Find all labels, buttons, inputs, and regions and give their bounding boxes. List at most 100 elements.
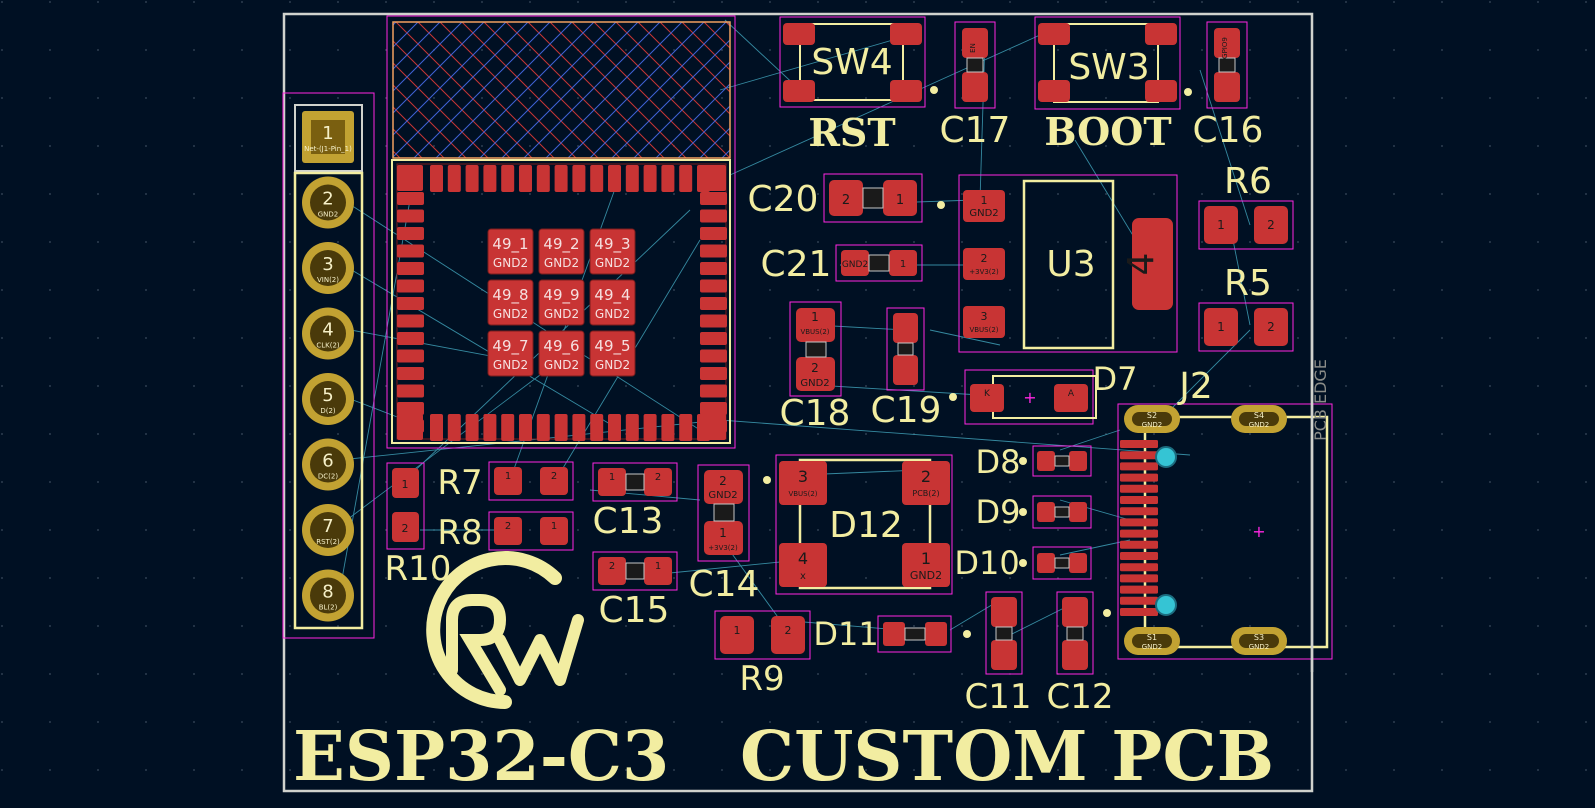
module-pad: [661, 165, 675, 192]
module-pad: [483, 414, 497, 441]
module-pad: [679, 414, 693, 441]
module-pad: [397, 332, 424, 345]
c14-pad1: 2: [719, 474, 727, 488]
ref-d9: D9: [976, 493, 1021, 531]
c21-pad1: GND2: [842, 260, 868, 270]
module-pad: [397, 367, 424, 380]
module-pad: [700, 332, 727, 345]
module-pad: [465, 165, 479, 192]
r5-resistor[interactable]: 1 2 R5: [1198, 263, 1294, 352]
module-pad: [397, 414, 423, 440]
c11-capacitor[interactable]: C11: [964, 591, 1032, 717]
thermal-pad-label: 49_6: [543, 337, 579, 356]
module-pad: [700, 384, 727, 398]
esp32-module[interactable]: 49_1GND249_2GND249_3GND249_8GND249_9GND2…: [386, 15, 736, 449]
module-pad: [643, 165, 657, 192]
header-pin-net: GND2: [318, 211, 339, 219]
d12-diode-array[interactable]: 3 VBUS(2) 2 PCB(2) 4 x 1 GND2 D12: [775, 454, 953, 595]
c14-capacitor[interactable]: 2 GND2 1 +3V3(2) C14: [689, 464, 771, 605]
r8-resistor[interactable]: 2 1 R8: [437, 511, 574, 553]
d8-led[interactable]: D8: [976, 443, 1092, 481]
ref-c16: C16: [1193, 110, 1264, 151]
module-pad: [661, 414, 675, 441]
module-pad: [397, 262, 424, 275]
r9-resistor[interactable]: 1 2 R9: [714, 610, 811, 699]
u3-pad-net: GND2: [969, 208, 998, 219]
u3-pad-2: 2+3V3(2): [963, 248, 1005, 280]
sw3-boot-button[interactable]: SW3: [1034, 16, 1192, 110]
c21-capacitor[interactable]: GND2 1 C21: [761, 244, 923, 285]
module-pad: [519, 414, 532, 441]
c19-capacitor[interactable]: C19: [871, 307, 957, 431]
module-pad: [643, 414, 657, 441]
module-pad: [590, 414, 604, 441]
header-pin-net: VIN(2): [317, 276, 339, 284]
r7-resistor[interactable]: 1 2 R7: [437, 461, 574, 503]
c18-capacitor[interactable]: 1 VBUS(2) 2 GND2 C18: [780, 301, 851, 434]
header-pin-net: DC(2): [318, 473, 338, 481]
c13-pad2: 2: [655, 472, 661, 483]
module-pad: [536, 165, 550, 192]
ref-r6: R6: [1224, 161, 1272, 202]
ref-c21: C21: [761, 244, 832, 285]
ref-r9: R9: [739, 659, 784, 699]
d12-pad1: 1: [921, 549, 931, 568]
c13-capacitor[interactable]: 1 2 C13: [592, 462, 678, 542]
c16-capacitor[interactable]: GPIO9 C16: [1193, 21, 1264, 151]
module-pad: [536, 414, 550, 441]
c15-capacitor[interactable]: 2 1 C15: [592, 551, 678, 631]
shield-pad-label: S1: [1147, 633, 1157, 642]
r6-resistor[interactable]: 1 2 R6: [1198, 161, 1294, 250]
c17-capacitor[interactable]: EN C17: [940, 21, 1011, 151]
d11-led[interactable]: D11: [813, 615, 971, 653]
header-pin-number: 5: [322, 385, 333, 406]
thermal-pad-label: 49_8: [492, 286, 528, 305]
module-pad: [572, 414, 586, 441]
c16-pad-net: GPIO9: [1221, 37, 1229, 59]
header-pin-5[interactable]: 5D(2): [302, 373, 354, 425]
r5-pad1: 1: [1217, 320, 1225, 334]
j2-center-mark: +: [1252, 522, 1265, 541]
module-pad: [590, 165, 604, 192]
r10-pad2: 2: [402, 522, 409, 535]
header-pin-number: 7: [322, 516, 333, 537]
c12-capacitor[interactable]: C12: [1046, 591, 1114, 717]
c20-capacitor[interactable]: 2 1 C20: [748, 173, 945, 223]
d9-led[interactable]: D9: [976, 493, 1092, 531]
d10-led[interactable]: D10: [954, 544, 1092, 582]
d7-pad-k: K: [984, 389, 991, 399]
r6-pad1: 1: [1217, 218, 1225, 232]
usb-signal-pad: [1120, 440, 1158, 448]
u3-pad-net: +3V3(2): [969, 268, 999, 276]
module-pad: [700, 349, 727, 363]
usb-signal-pad: [1120, 552, 1158, 560]
r10-resistor[interactable]: 1 2 R10: [385, 462, 452, 589]
c14-pad1-net: GND2: [708, 490, 737, 501]
thermal-pad-label: 49_1: [492, 235, 528, 254]
d7-diode[interactable]: K A + D7: [964, 360, 1138, 425]
module-pad: [397, 314, 424, 328]
header-pin-net: RST(2): [316, 538, 340, 546]
sw4-reset-button[interactable]: SW4: [779, 16, 938, 108]
header-pin-6[interactable]: 6DC(2): [302, 438, 354, 491]
header-pin-number: 2: [322, 189, 333, 210]
module-pad: [679, 165, 693, 192]
usb-signal-pad: [1120, 473, 1158, 482]
header-pin-8[interactable]: 8BL(2): [302, 569, 354, 622]
